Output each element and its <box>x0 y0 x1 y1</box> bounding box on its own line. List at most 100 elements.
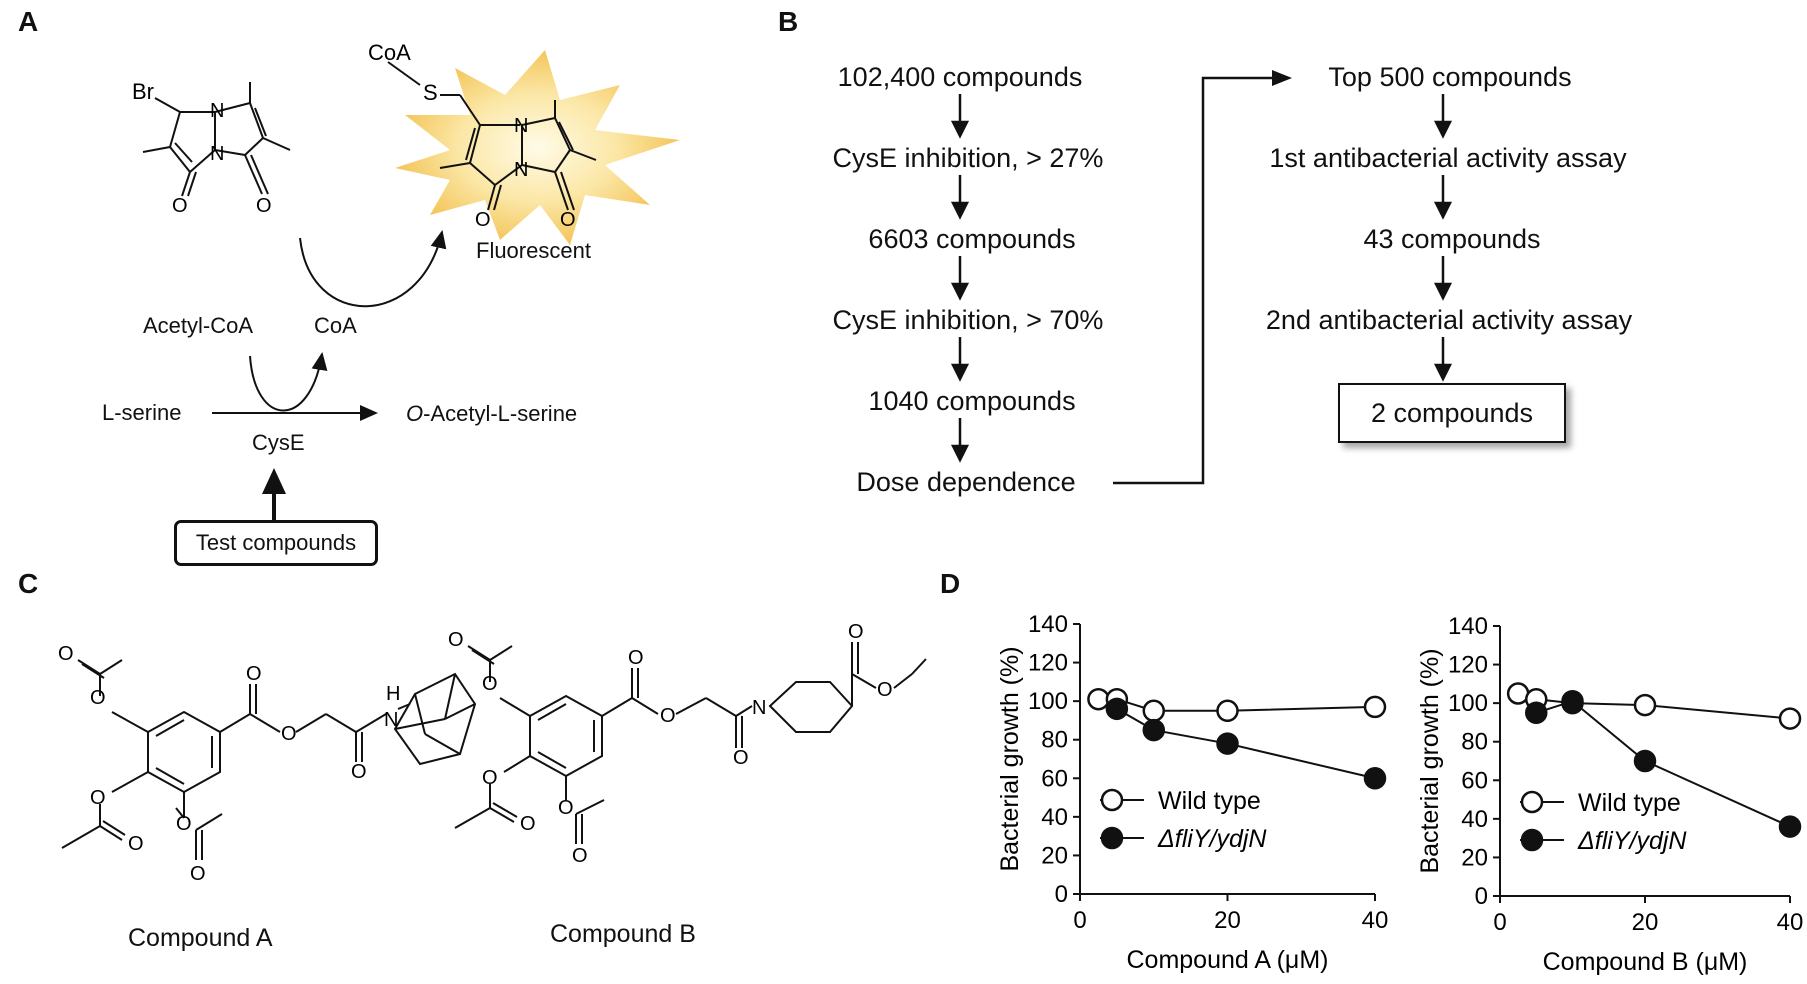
compound-b-o4: O <box>520 813 536 835</box>
data-point-1 <box>1633 749 1657 773</box>
compound-a-n: N <box>384 709 398 731</box>
panel-letter-a: A <box>18 6 39 37</box>
compound-a-o1: O <box>90 687 106 709</box>
y-axis-label: Bacterial growth (%) <box>1416 648 1444 873</box>
compound-a-o9: O <box>351 761 367 783</box>
compound-a-o2: O <box>58 643 74 665</box>
data-point-1 <box>1105 697 1129 721</box>
panel-letter-c: C <box>18 568 39 599</box>
flow-right-step-2: 1st antibacterial activity assay <box>1269 143 1627 173</box>
fluorescent-label: Fluorescent <box>476 238 591 263</box>
data-point-0 <box>1363 695 1387 719</box>
panel-letter-d: D <box>940 568 961 599</box>
legend-label-0: Wild type <box>1158 787 1261 815</box>
x-axis-label: Compound B (μM) <box>1543 948 1748 976</box>
y-tick-label: 100 <box>1448 690 1488 717</box>
y-tick-label: 0 <box>1055 881 1068 908</box>
compound-b-o5: O <box>558 797 574 819</box>
y-tick-label: 140 <box>1448 613 1488 640</box>
compound-a-structure <box>61 659 477 860</box>
atom-n1: N <box>210 100 224 122</box>
data-point-0 <box>1142 699 1165 723</box>
data-point-1 <box>1561 689 1584 713</box>
x-tick-label: 20 <box>1214 907 1241 934</box>
inhibition-arrow-head <box>262 468 286 494</box>
x-tick-label: 20 <box>1632 909 1659 936</box>
x-tick-label: 40 <box>1362 907 1389 934</box>
data-point-1 <box>1778 815 1802 838</box>
atom-o1: O <box>172 195 188 217</box>
flow-right-step-1: Top 500 compounds <box>1328 62 1572 92</box>
compound-b-o9: O <box>733 747 749 769</box>
series-line-1 <box>1116 707 1376 780</box>
cyse-label: CysE <box>252 430 305 455</box>
panel-a-scheme: Br N N O O CoA S N N O O <box>132 40 680 522</box>
compound-a-o6: O <box>190 863 206 885</box>
bimane-coa-structure <box>387 61 597 211</box>
compound-b-label: Compound B <box>550 920 696 948</box>
atom-o3: O <box>475 209 491 231</box>
l-serine-label: L-serine <box>102 400 182 425</box>
y-tick-label: 60 <box>1461 767 1488 794</box>
x-tick-label: 0 <box>1073 907 1086 934</box>
data-point-0 <box>1087 687 1110 711</box>
compound-a-o7: O <box>246 663 262 685</box>
legend-marker-0 <box>1520 790 1544 814</box>
connector-arrow <box>1113 76 1278 485</box>
legend-label-0: Wild type <box>1578 789 1681 817</box>
atom-coa: CoA <box>368 40 411 65</box>
data-point-0 <box>1778 707 1802 730</box>
atom-n4: N <box>514 159 528 181</box>
flow-left-step-6: Dose dependence <box>856 467 1076 497</box>
final-hits-box: 2 compounds <box>1338 383 1566 443</box>
panel-letter-b: B <box>778 6 799 37</box>
atom-o2: O <box>256 195 272 217</box>
legend-label-1: ΔfliY/ydjN <box>1577 827 1687 855</box>
acetyl-coa-label: Acetyl-CoA <box>143 313 254 338</box>
product-label-rest: -Acetyl-L-serine <box>423 401 578 426</box>
flow-right-step-3: 43 compounds <box>1363 224 1541 254</box>
data-point-1 <box>1363 767 1387 790</box>
x-axis-label: Compound A (μM) <box>1127 946 1329 974</box>
bimane-bromo-structure <box>142 82 291 197</box>
atom-n2: N <box>210 143 224 165</box>
compound-a-label: Compound A <box>128 924 273 952</box>
data-point-1 <box>1216 732 1239 755</box>
flow-right-step-4: 2nd antibacterial activity assay <box>1265 305 1633 335</box>
compound-b-o7: O <box>628 647 644 669</box>
atom-n3: N <box>514 115 528 137</box>
y-tick-label: 100 <box>1028 688 1068 715</box>
compound-b-n: N <box>752 697 766 719</box>
legend-marker-0 <box>1100 788 1124 812</box>
compound-b-o11: O <box>877 679 893 701</box>
y-tick-label: 0 <box>1475 883 1488 910</box>
flow-left-step-2: CysE inhibition, > 27% <box>832 143 1104 173</box>
compound-b-o3: O <box>482 767 498 789</box>
compound-a-o4: O <box>128 833 144 855</box>
y-axis-label: Bacterial growth (%) <box>996 646 1024 871</box>
connector-arrow-head <box>1272 70 1292 86</box>
legend-marker-1 <box>1520 828 1544 852</box>
y-tick-label: 80 <box>1461 729 1488 756</box>
data-point-1 <box>1525 701 1548 725</box>
atom-br: Br <box>132 79 154 104</box>
panel-b-flow-arrows <box>950 70 1453 485</box>
y-tick-label: 40 <box>1041 804 1068 831</box>
data-point-0 <box>1216 699 1239 723</box>
product-label-italic: O <box>406 401 424 426</box>
reaction-curve-arrow <box>299 230 447 308</box>
flow-left-step-1: 102,400 compounds <box>837 62 1083 92</box>
compound-b-o6: O <box>572 845 588 867</box>
legend-marker-1 <box>1100 826 1124 850</box>
series-line-1 <box>1535 700 1791 828</box>
compound-a-h: H <box>386 683 400 705</box>
data-point-0 <box>1633 693 1657 717</box>
data-point-1 <box>1142 718 1165 742</box>
flow-left-step-5: 1040 compounds <box>868 386 1076 416</box>
compound-b-o1: O <box>482 673 498 695</box>
compound-a-o3: O <box>90 787 106 809</box>
flow-left-step-4: CysE inhibition, > 70% <box>832 305 1104 335</box>
